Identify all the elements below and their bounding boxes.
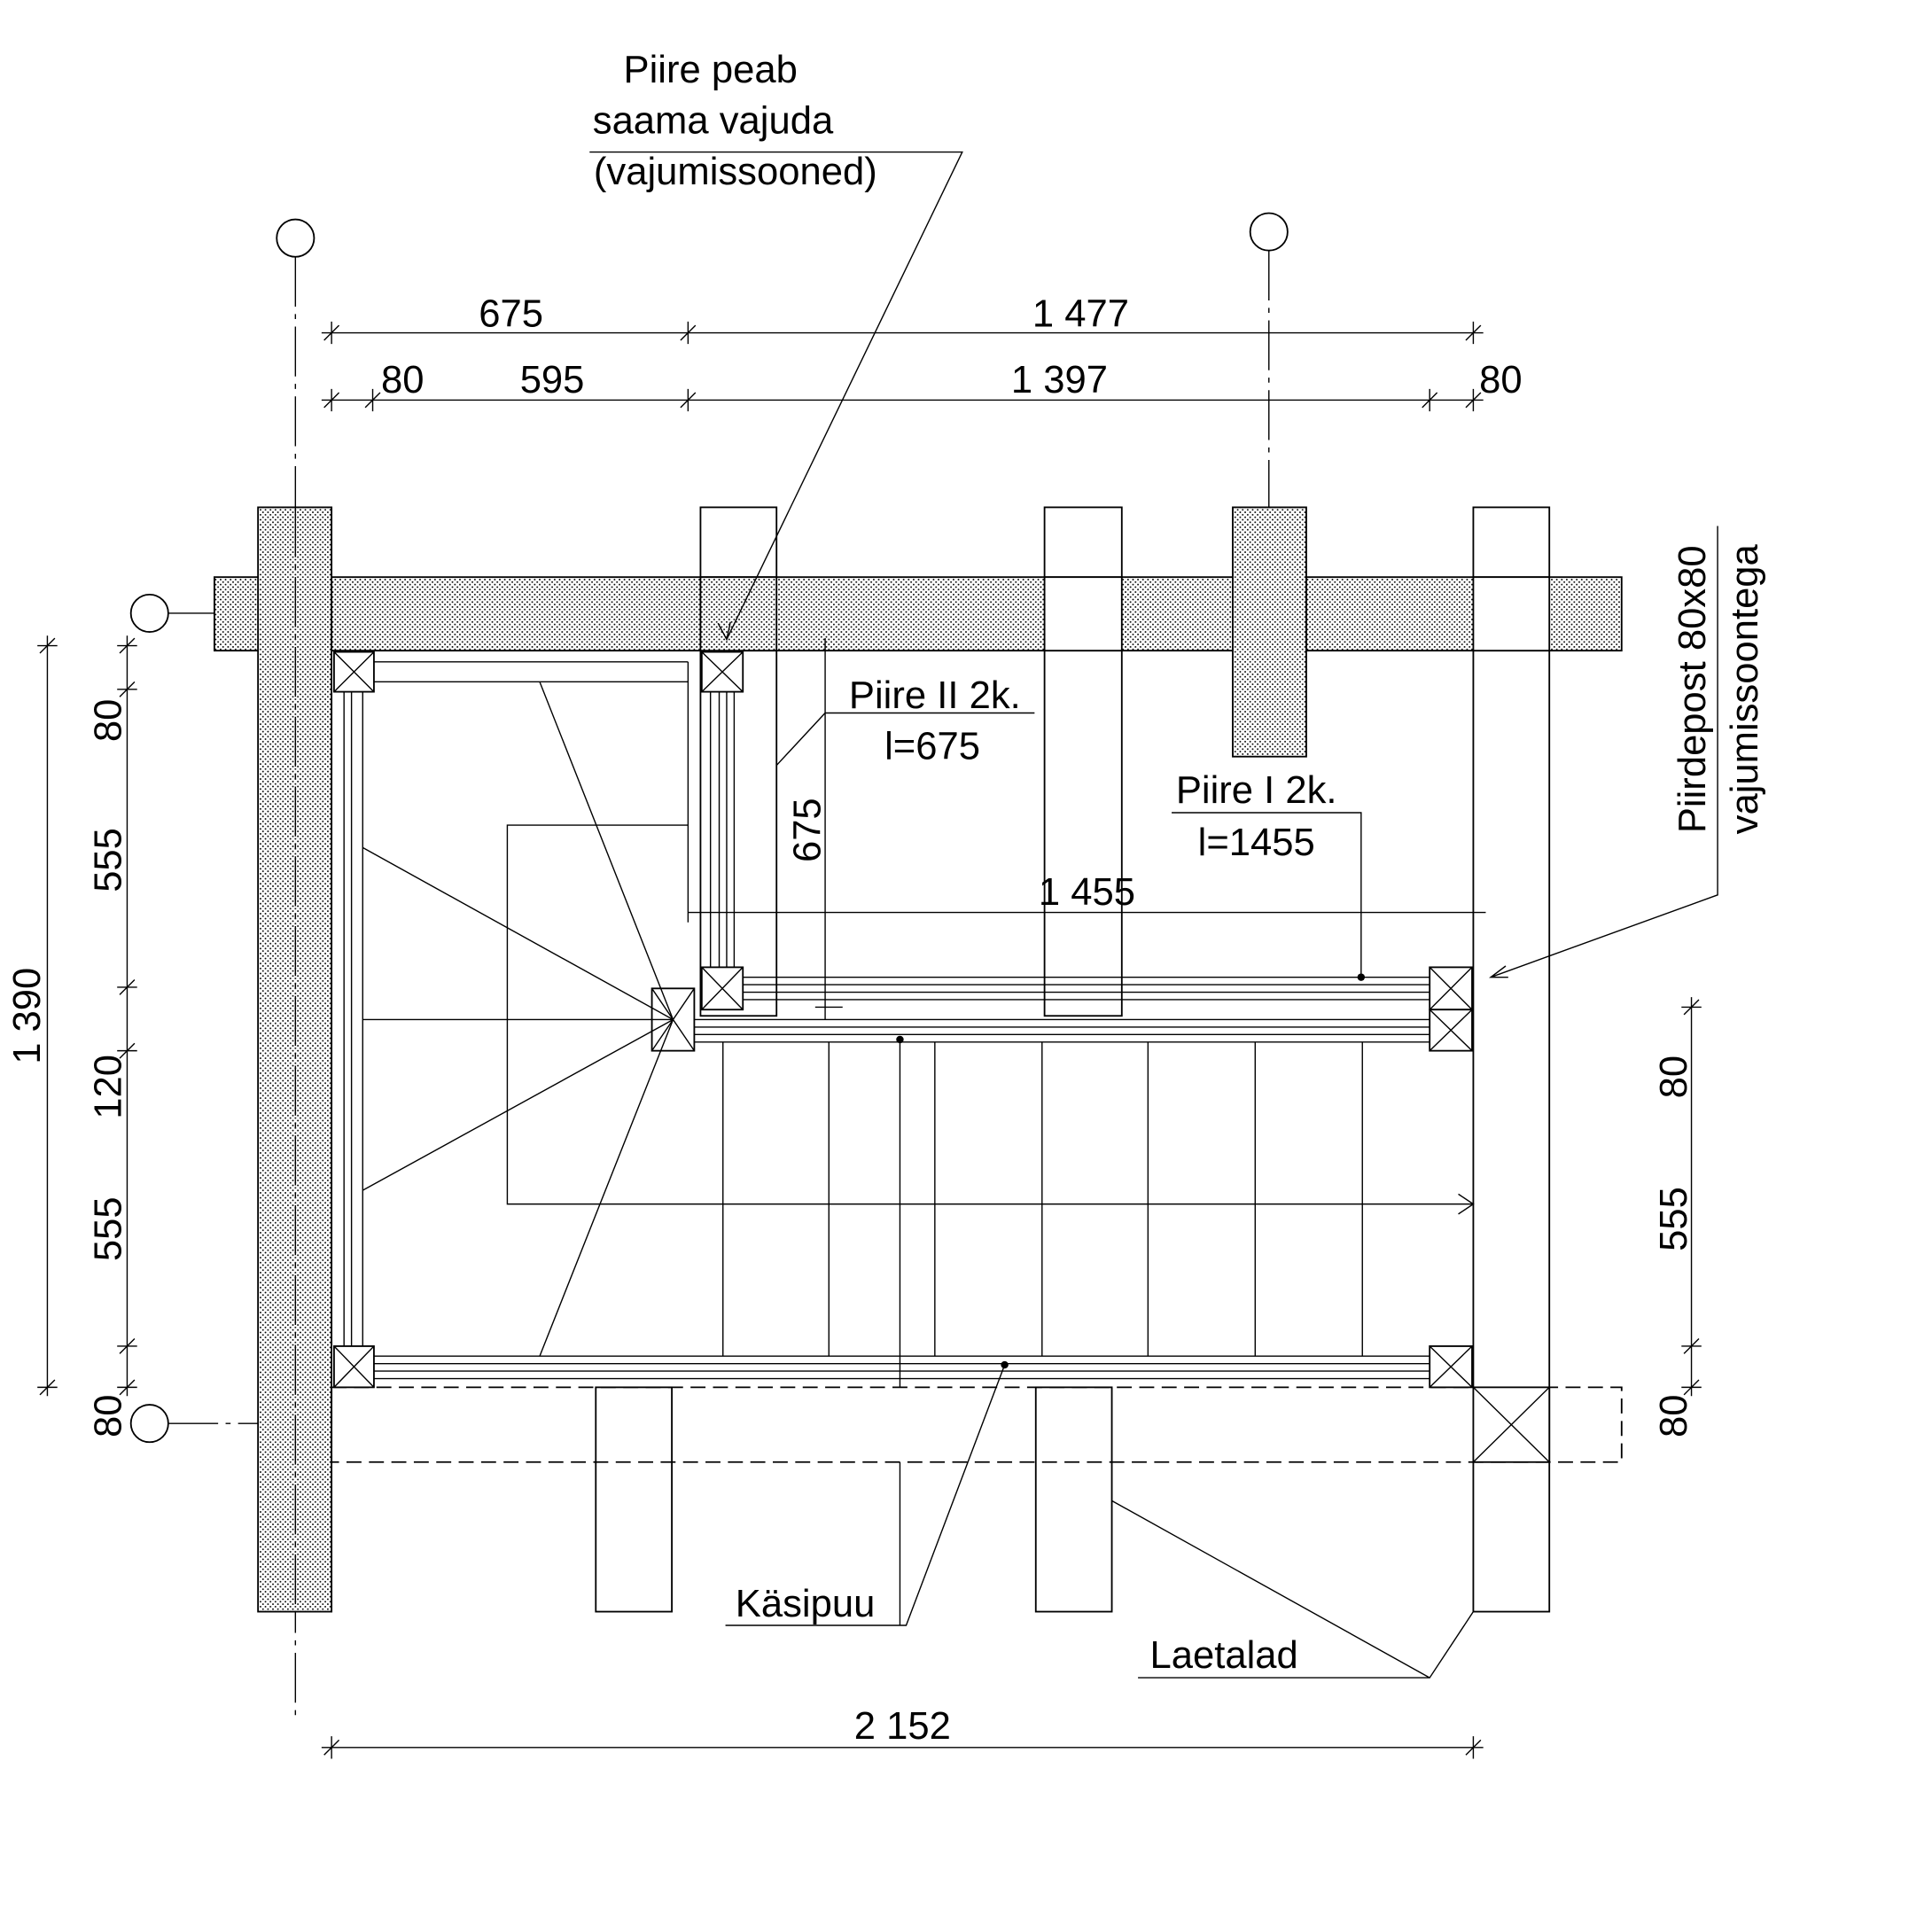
beams xyxy=(213,506,1623,1613)
dim-text: 595 xyxy=(520,359,585,401)
dim-text: 675 xyxy=(786,798,829,862)
piirdepost-label: Piirdepost 80x80 xyxy=(1671,545,1714,833)
dim-text: 80 xyxy=(1479,359,1522,401)
ceiling-beam xyxy=(1034,1386,1113,1613)
grid-bubble xyxy=(276,218,316,258)
dim-text: 1 390 xyxy=(6,968,49,1064)
kasipuu-label: Käsipuu xyxy=(736,1583,876,1625)
grid-bubble xyxy=(129,1404,169,1444)
note-line: (vajumissooned) xyxy=(594,151,877,193)
note-line: saama vajuda xyxy=(593,99,834,142)
ceiling-beam xyxy=(595,1386,673,1613)
dimension-lines xyxy=(37,321,1702,1759)
dim-text: 80 xyxy=(381,359,425,401)
piirdepost-label: vajumissoontega xyxy=(1724,543,1766,834)
piire-i-length: l=1455 xyxy=(1198,822,1315,864)
railing-posts xyxy=(333,650,1551,1463)
dim-text: 80 xyxy=(1653,1056,1695,1099)
grid-bubble xyxy=(129,593,169,633)
dim-text: 80 xyxy=(87,1394,129,1437)
stair-treads xyxy=(362,682,1475,1388)
note-line: Piire peab xyxy=(624,49,798,91)
dim-text: 1 477 xyxy=(1032,292,1129,335)
dim-text: 1 397 xyxy=(1011,359,1108,401)
wall-column xyxy=(257,506,333,1613)
dim-text: 675 xyxy=(479,292,543,335)
dim-text: 80 xyxy=(87,699,129,742)
dim-text: 1 455 xyxy=(1039,871,1135,914)
dim-text: 555 xyxy=(1653,1187,1695,1251)
leader-lines xyxy=(589,151,1718,1679)
wall-beam xyxy=(213,576,1623,652)
dim-text: 555 xyxy=(87,1196,129,1261)
dim-text: 555 xyxy=(87,828,129,892)
piire-ii-length: l=675 xyxy=(884,726,980,768)
railings xyxy=(333,650,1551,1463)
dim-text: 80 xyxy=(1653,1394,1695,1437)
laetalad-label: Laetalad xyxy=(1150,1634,1298,1677)
piire-i-label: Piire I 2k. xyxy=(1176,769,1337,812)
dashed-opening xyxy=(331,1386,1623,1463)
wall-column xyxy=(1232,506,1307,758)
piire-ii-label: Piire II 2k. xyxy=(849,674,1021,717)
grid-bubble xyxy=(1249,212,1289,252)
labels: Piire peab saama vajuda (vajumissooned) … xyxy=(6,49,1766,1748)
dim-text: 120 xyxy=(87,1055,129,1119)
dim-text: 2 152 xyxy=(854,1705,951,1748)
